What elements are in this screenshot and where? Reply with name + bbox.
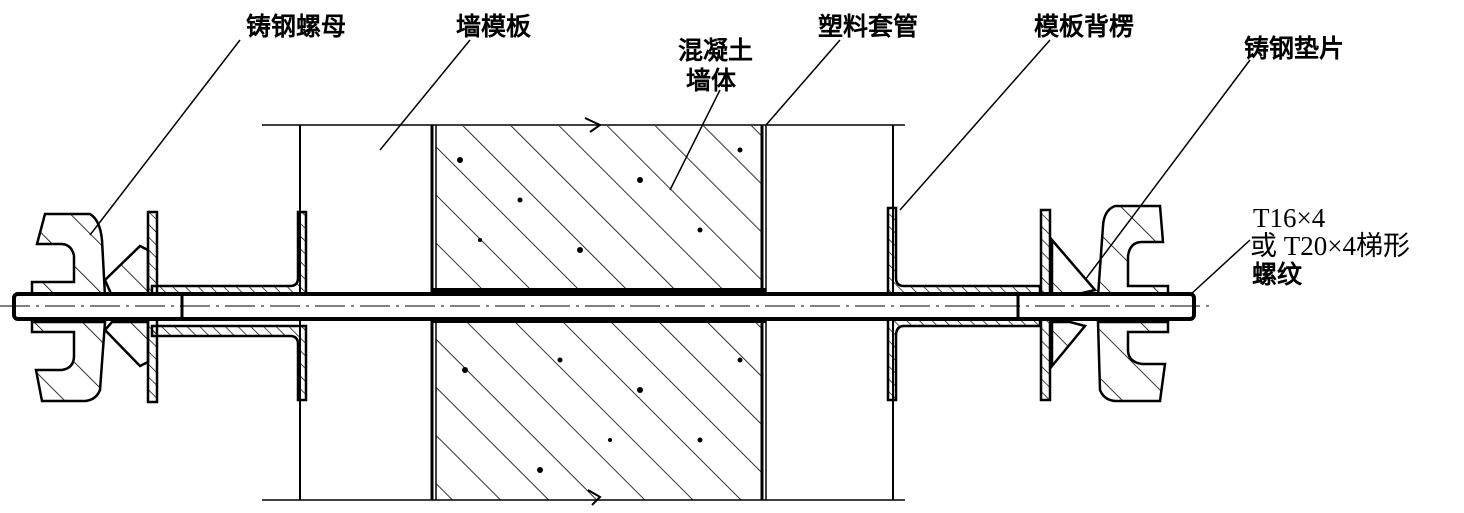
- label-cast-nut: 铸钢螺母: [246, 12, 347, 41]
- label-concrete-line1: 混凝土: [678, 36, 754, 65]
- cast-steel-nut-left: [30, 212, 150, 403]
- tie-rod: [0, 292, 1210, 321]
- label-concrete-line2: 墙体: [686, 66, 737, 95]
- label-cast-washer: 铸钢垫片: [1244, 34, 1345, 63]
- label-thread-line3: 螺纹: [1252, 260, 1303, 289]
- label-wall-formwork: 墙模板: [456, 12, 532, 41]
- label-plastic-sleeve: 塑料套管: [818, 12, 919, 41]
- label-formwork-backing: 模板背楞: [1034, 12, 1135, 41]
- cast-steel-nut-right: [1050, 204, 1170, 403]
- leader-lines: [89, 39, 1251, 296]
- label-thread-line2: 或 T20×4梯形: [1250, 231, 1410, 261]
- label-thread-line1: T16×4: [1253, 203, 1326, 233]
